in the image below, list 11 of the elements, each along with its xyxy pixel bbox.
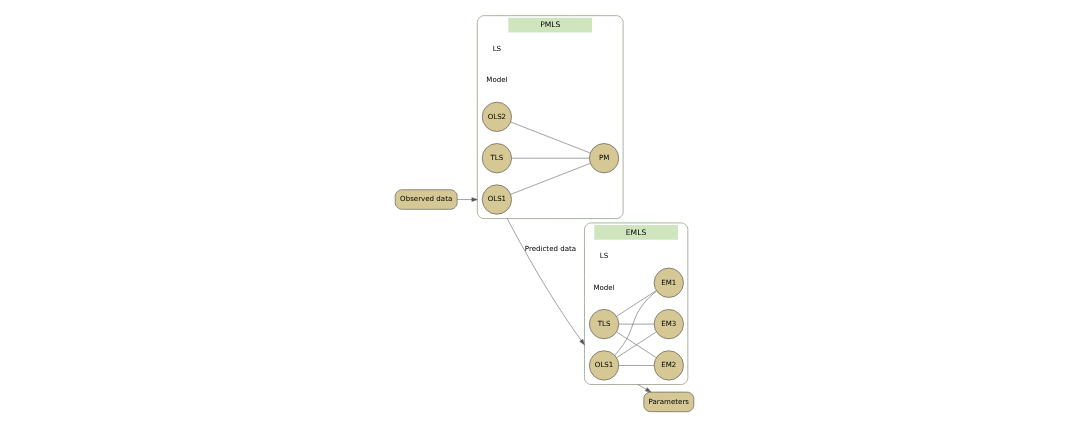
connector (510, 162, 591, 195)
connector (614, 290, 657, 355)
connector (511, 157, 590, 158)
arrow (506, 217, 585, 345)
connector (618, 323, 655, 324)
connector (510, 121, 591, 153)
arrow (457, 196, 478, 202)
connector (616, 331, 657, 358)
arrow (637, 383, 652, 392)
connector (618, 364, 655, 366)
connector (616, 289, 657, 317)
